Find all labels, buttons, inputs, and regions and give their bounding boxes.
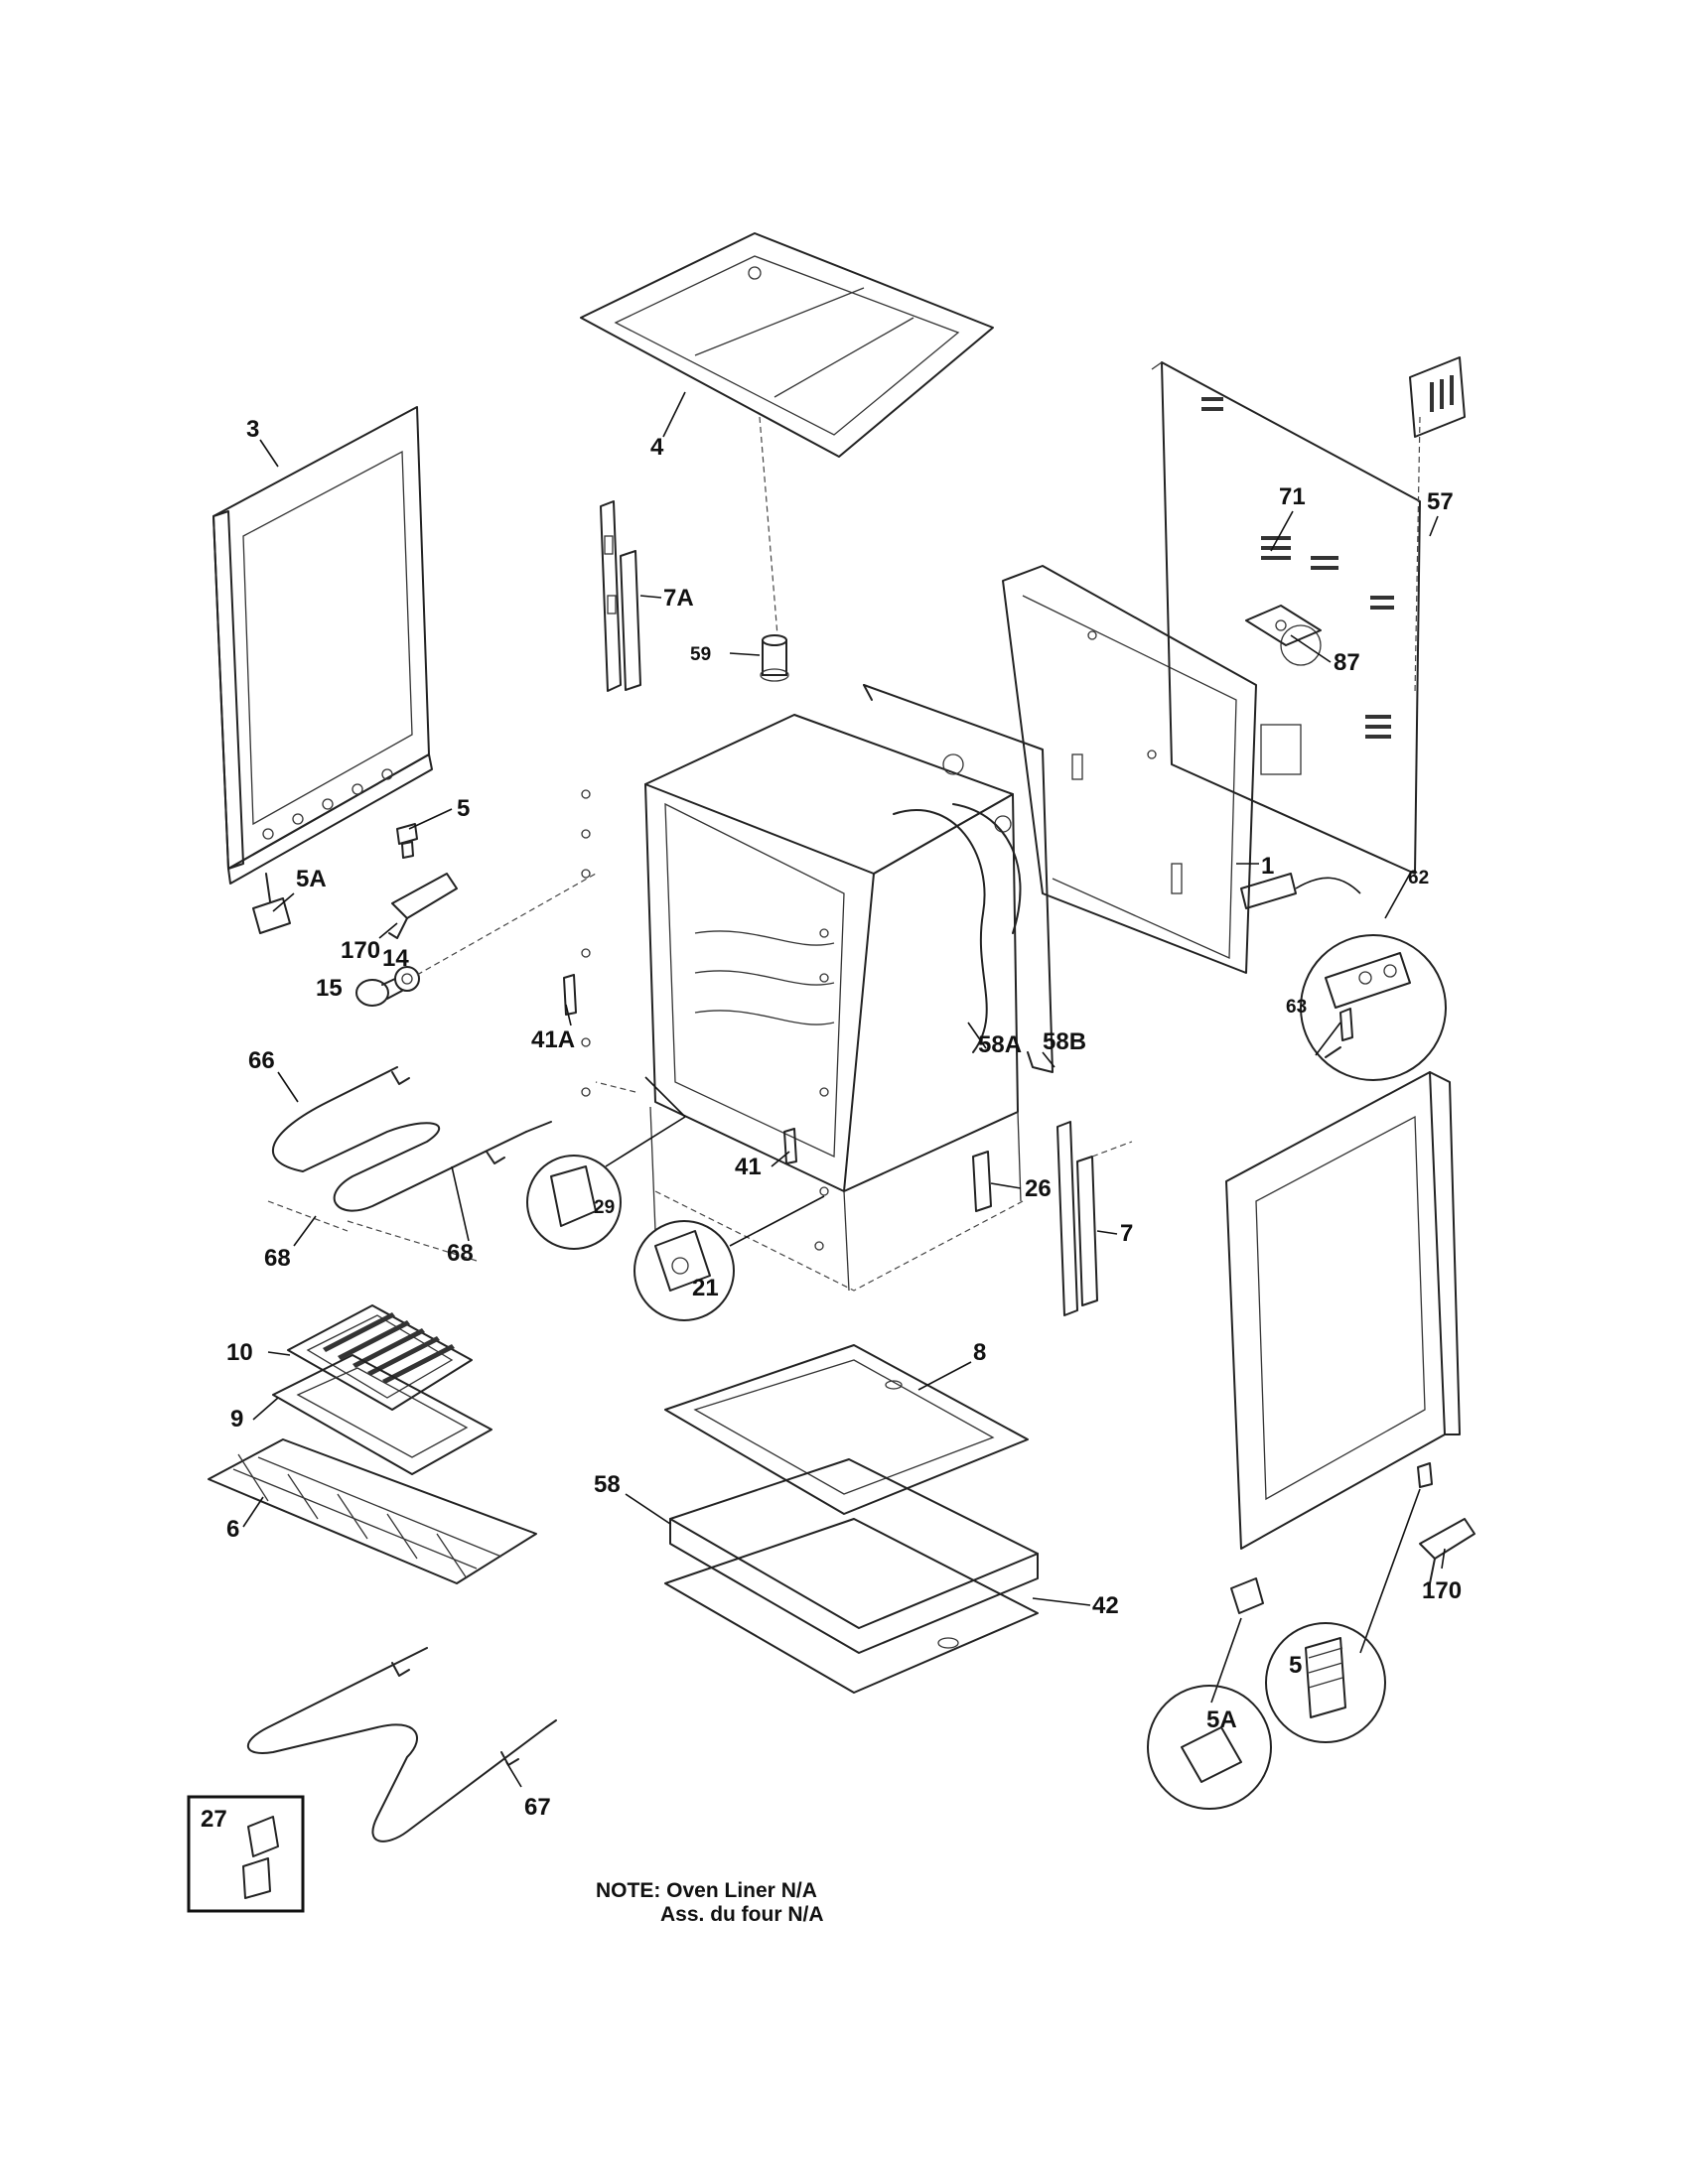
part-57-vent-cover [1409, 356, 1466, 438]
part-1-back-panel [1002, 565, 1257, 974]
label-42: 42 [1092, 1592, 1119, 1619]
label-5A-detail: 5A [1206, 1706, 1237, 1733]
label-5A-left: 5A [296, 866, 327, 892]
part-58A-insulation-wrap [893, 803, 1022, 1053]
part-10-broiler-grid [287, 1304, 473, 1411]
label-58B: 58B [1043, 1028, 1086, 1055]
label-15: 15 [316, 975, 343, 1002]
label-67: 67 [524, 1794, 551, 1821]
label-7: 7 [1120, 1220, 1133, 1247]
part-62-terminal-block [1240, 873, 1447, 1081]
label-5-detail: 5 [1289, 1652, 1302, 1679]
label-9: 9 [230, 1406, 243, 1433]
label-14: 14 [382, 945, 409, 972]
label-58A: 58A [978, 1031, 1022, 1058]
label-7A: 7A [663, 585, 694, 612]
label-66: 66 [248, 1047, 275, 1074]
part-29-detail-clip [526, 1076, 686, 1250]
part-5-leveler-right [1265, 1462, 1433, 1743]
part-5A-bracket-left [252, 873, 291, 934]
note-line-1: NOTE: Oven Liner N/A [596, 1879, 817, 1902]
part-58-drawer-insulation [669, 1458, 1039, 1654]
part-26-bracket [972, 1151, 992, 1212]
label-57: 57 [1427, 488, 1454, 515]
part-41A-clip [563, 974, 577, 1016]
part-3-oven-door-right [1225, 1071, 1461, 1550]
label-68-right: 68 [447, 1240, 474, 1267]
label-27: 27 [201, 1806, 227, 1833]
label-6: 6 [226, 1516, 239, 1543]
label-29: 29 [594, 1197, 615, 1218]
part-7-hinge [1056, 1121, 1133, 1316]
part-8-drawer-liner [664, 1344, 1029, 1515]
part-5A-bracket-right [1147, 1577, 1272, 1810]
screw-set [581, 789, 829, 1251]
label-63: 63 [1286, 997, 1307, 1018]
part-59-vent-tube [760, 634, 789, 682]
part-42-drawer-pan [664, 1518, 1039, 1694]
part-27-inset-box [187, 1795, 305, 1913]
label-41: 41 [735, 1154, 762, 1180]
note-line-2: Ass. du four N/A [660, 1903, 824, 1926]
label-71: 71 [1279, 483, 1306, 510]
oven-cavity-assembly [595, 714, 1024, 1292]
label-21: 21 [692, 1275, 719, 1301]
part-87-terminal-plate [1245, 605, 1322, 646]
label-8: 8 [973, 1339, 986, 1366]
part-6-oven-rack [208, 1438, 537, 1584]
label-170-right: 170 [1422, 1577, 1462, 1604]
part-5-leveler-left [396, 823, 418, 859]
label-170-left: 170 [341, 937, 380, 964]
label-4: 4 [650, 434, 664, 461]
label-58: 58 [594, 1471, 621, 1498]
label-1: 1 [1261, 853, 1274, 880]
part-67-bake-element [246, 1647, 557, 1843]
part-66-broil-element [272, 1066, 552, 1212]
label-5-left: 5 [457, 795, 470, 822]
label-3: 3 [246, 416, 259, 443]
part-68-shield [267, 1200, 478, 1262]
part-170-bracket-right [1419, 1518, 1476, 1584]
part-21-detail-grommet [633, 1195, 825, 1321]
part-41-clip [783, 1128, 797, 1164]
leader-lines [242, 391, 1446, 1788]
label-10: 10 [226, 1339, 253, 1366]
part-71-rear-panel [1151, 361, 1421, 875]
part-4-top-panel [580, 232, 994, 661]
part-63-terminal-screw [1325, 1008, 1353, 1058]
callout-labels: 3 4 7A 59 5 5A 170 15 14 57 71 87 1 62 6… [201, 416, 1462, 1833]
label-68-left: 68 [264, 1245, 291, 1272]
part-7A-hinge [600, 500, 641, 692]
part-170-bracket-left [388, 873, 458, 939]
label-62: 62 [1408, 868, 1429, 888]
label-59: 59 [690, 644, 711, 665]
part-9-broiler-pan [272, 1354, 492, 1475]
label-26: 26 [1025, 1175, 1052, 1202]
part-14-lamp-socket [394, 873, 597, 992]
label-41A: 41A [531, 1026, 575, 1053]
label-87: 87 [1334, 649, 1360, 676]
part-3-oven-door-left [212, 406, 433, 885]
